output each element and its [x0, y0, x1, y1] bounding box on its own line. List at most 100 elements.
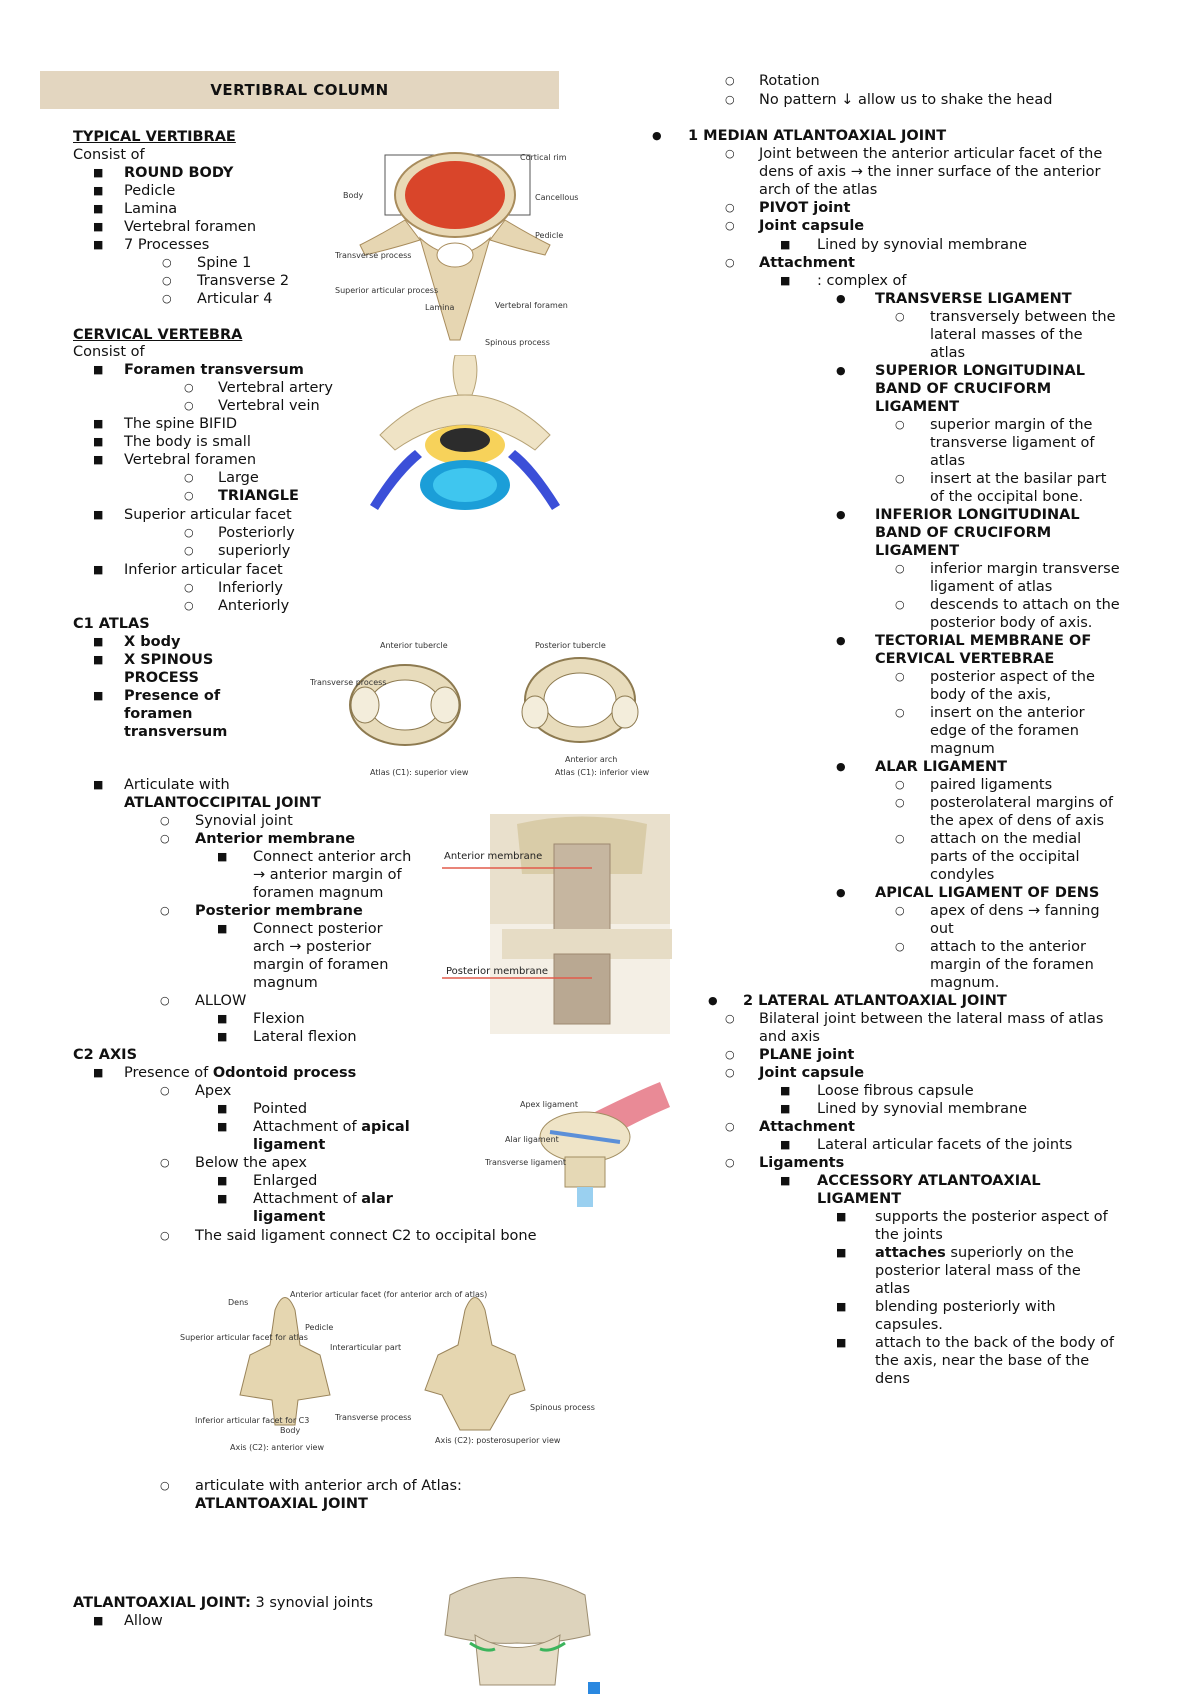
bullet: ■	[217, 1120, 228, 1133]
bullet: ■	[836, 1210, 847, 1223]
bullet: ○	[184, 471, 194, 484]
bullet: ■	[93, 166, 104, 179]
list-item: the axis, near the base of the	[875, 1353, 1090, 1369]
list-item: ROUND BODY	[124, 165, 234, 181]
bullet: ○	[895, 904, 905, 917]
list-item: Posteriorly	[218, 525, 295, 541]
list-item: ACCESSORY ATLANTOAXIAL	[817, 1173, 1041, 1189]
consist-of: Consist of	[73, 344, 145, 360]
list-item: dens of axis → the inner surface of the …	[759, 164, 1101, 180]
label-transverse-process: Transverse process	[310, 678, 386, 687]
list-item: PROCESS	[124, 670, 199, 686]
list-item: ligament	[253, 1209, 326, 1225]
list-item: SUPERIOR LONGITUDINAL	[875, 363, 1086, 379]
bullet: ●	[836, 364, 846, 377]
list-item: atlas	[930, 345, 966, 361]
label-body: Body	[343, 191, 363, 200]
list-item: CERVICAL VERTEBRAE	[875, 651, 1055, 667]
bullet: ○	[895, 832, 905, 845]
label-transverse-process: Transverse process	[334, 1413, 411, 1422]
bullet: ■	[93, 363, 104, 376]
list-item: Vertebral vein	[218, 398, 320, 414]
bullet: ○	[160, 904, 170, 917]
list-item: Presence of Odontoid process	[124, 1065, 357, 1081]
bullet: ■	[780, 274, 791, 287]
list-item: Joint capsule	[759, 218, 865, 234]
list-item: foramen	[124, 706, 193, 722]
bullet: ■	[93, 1066, 104, 1079]
axis-figure: Dens Anterior articular facet (for anter…	[180, 1290, 595, 1452]
bullet: ■	[93, 435, 104, 448]
list-item: Attachment	[759, 255, 855, 271]
bullet: ○	[725, 1012, 735, 1025]
list-item: Allow	[124, 1613, 163, 1629]
label-anterior-facet: Anterior articular facet (for anterior a…	[290, 1290, 487, 1299]
list-item: → anterior margin of	[253, 867, 402, 883]
label-superior-facet: Superior articular facet for atlas	[180, 1333, 308, 1342]
bullet: ○	[725, 201, 735, 214]
list-item: and axis	[759, 1029, 820, 1045]
label-lamina: Lamina	[425, 303, 454, 312]
list-item: Presence of	[124, 688, 221, 704]
list-item: transversum	[124, 724, 228, 740]
bullet: ●	[836, 292, 846, 305]
bullet: ○	[725, 1156, 735, 1169]
median-heading: 1 MEDIAN ATLANTOAXIAL JOINT	[688, 128, 947, 144]
list-item: inferior margin transverse	[930, 561, 1120, 577]
bullet: ■	[217, 1030, 228, 1043]
bullet: ■	[217, 1012, 228, 1025]
bullet: ○	[184, 599, 194, 612]
list-item: body of the axis,	[930, 687, 1052, 703]
list-item: LIGAMENT	[875, 399, 960, 415]
label-cortical: Cortical rim	[520, 153, 567, 162]
list-item: Lined by synovial membrane	[817, 237, 1028, 253]
typical-vertebra-figure: Body Cortical rim Cancellous bone Pedicl…	[335, 152, 580, 347]
list-item: LIGAMENT	[875, 543, 960, 559]
bullet: ○	[725, 1048, 735, 1061]
list-item: Inferiorly	[218, 580, 283, 596]
label-atlas-inferior: Atlas (C1): inferior view	[555, 768, 650, 777]
list-item: attach on the medial	[930, 831, 1082, 847]
list-item: lateral masses of the	[930, 327, 1083, 343]
list-item: Lateral articular facets of the joints	[817, 1137, 1073, 1153]
bullet: ■	[780, 1084, 791, 1097]
bullet: ○	[895, 418, 905, 431]
list-item: Joint capsule	[759, 1065, 865, 1081]
page-title: VERTIBRAL COLUMN	[40, 71, 559, 109]
bullet: ■	[93, 220, 104, 233]
label-inferior-facet: Inferior articular facet for C3	[195, 1416, 309, 1425]
label-pedicle: Pedicle	[535, 231, 563, 240]
list-item: X body	[124, 634, 181, 650]
list-item: arch → posterior	[253, 939, 372, 955]
label-foramen: Vertebral foramen	[495, 301, 568, 310]
bullet: ○	[895, 598, 905, 611]
bullet: ●	[652, 129, 662, 142]
bullet: ■	[93, 184, 104, 197]
bullet: ○	[184, 489, 194, 502]
bullet: ■	[93, 453, 104, 466]
list-item: margin of the foramen	[930, 957, 1094, 973]
label-posterior-membrane: Posterior membrane	[446, 966, 548, 977]
list-item: : complex of	[817, 273, 907, 289]
list-item: No pattern ↓ allow us to shake the head	[759, 92, 1053, 108]
label-transverse-ligament: Transverse ligament	[485, 1158, 566, 1167]
label-anterior-tubercle: Anterior tubercle	[380, 641, 448, 650]
list-item: descends to attach on the	[930, 597, 1120, 613]
bullet: ■	[93, 417, 104, 430]
list-item: Inferior articular facet	[124, 562, 283, 578]
membrane-figure: Anterior membrane Posterior membrane	[442, 814, 672, 1034]
bullet: ■	[217, 1192, 228, 1205]
list-item: Superior articular facet	[124, 507, 292, 523]
bullet: ■	[780, 1102, 791, 1115]
label-apex-ligament: Apex ligament	[520, 1100, 578, 1109]
list-item: atlas	[930, 453, 966, 469]
bullet: ■	[93, 202, 104, 215]
list-item: transverse ligament of	[930, 435, 1095, 451]
bullet: ●	[836, 508, 846, 521]
list-item: arch of the atlas	[759, 182, 878, 198]
atlantoaxial-figure	[444, 1577, 600, 1694]
list-item: TRIANGLE	[218, 488, 299, 504]
list-item: of the occipital bone.	[930, 489, 1084, 505]
page-marker-icon	[588, 1682, 600, 1694]
list-item: BAND OF CRUCIFORM	[875, 525, 1052, 541]
